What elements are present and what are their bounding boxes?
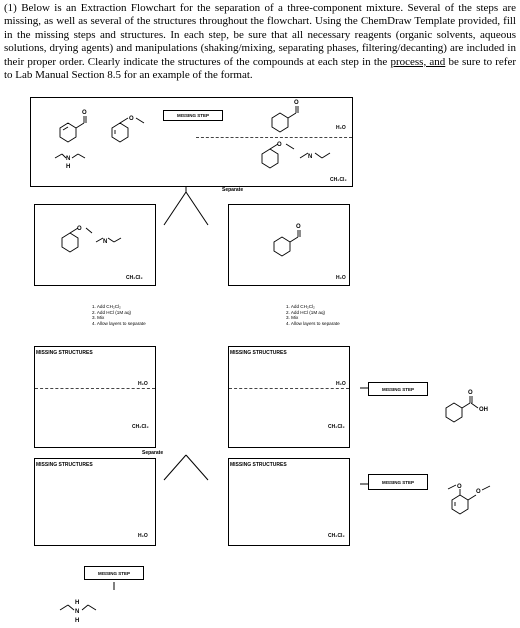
top-aqueous-label: H₂O — [336, 125, 346, 131]
svg-text:O: O — [457, 484, 462, 490]
phase-boundary — [229, 388, 349, 389]
aqueous-label: H₂O — [336, 381, 346, 387]
right-final-box — [228, 458, 350, 546]
question-text: (1) Below is an Extraction Flowchart for… — [4, 2, 516, 82]
left-final-box — [34, 458, 156, 546]
organic-label: CH₂Cl₂ — [328, 533, 345, 539]
aqueous-layer-box — [228, 204, 350, 286]
atom-label: N — [66, 156, 70, 162]
svg-text:N: N — [103, 239, 107, 245]
atom-label: O — [277, 142, 282, 148]
phase-boundary — [35, 388, 155, 389]
missing-structures-label: MISSING STRUCTURES — [230, 350, 287, 356]
separate-label: Separate — [222, 187, 244, 193]
organic-label: CH₂Cl₂ — [328, 424, 345, 430]
svg-text:N: N — [75, 609, 79, 615]
left-separation-box — [34, 346, 156, 448]
phase-boundary — [196, 137, 352, 138]
missing-structures-label: MISSING STRUCTURES — [36, 350, 93, 356]
missing-structures-label: MISSING STRUCTURES — [230, 462, 287, 468]
question-tail: be sure to refer to Lab Manual Section 8… — [4, 55, 517, 82]
svg-text:H: H — [75, 618, 79, 624]
aqueous-label: H₂O — [138, 533, 148, 539]
question-lead: (1) Below is an Extraction Flowchart for… — [4, 2, 516, 68]
svg-text:O: O — [468, 390, 473, 396]
atom-label: N — [308, 154, 312, 160]
atom-label: O — [129, 116, 134, 122]
missing-step-tag: MISSING STEP — [163, 110, 223, 121]
atom-label: H — [66, 164, 70, 170]
svg-text:OH: OH — [479, 407, 488, 413]
right-separation-box — [228, 346, 350, 448]
atom-label: O — [82, 110, 87, 116]
right-aqueous-label: H₂O — [336, 275, 346, 281]
question-underlined: process, and — [390, 55, 446, 68]
atom-label: O — [294, 100, 299, 106]
organic-layer-box — [34, 204, 156, 286]
svg-text:O: O — [77, 226, 82, 232]
missing-step-tag: MISSING STEP — [368, 382, 428, 396]
missing-step-tag: MISSING STEP — [84, 566, 144, 580]
svg-text:H: H — [75, 600, 79, 606]
svg-text:O: O — [296, 224, 301, 230]
top-organic-label: CH₂Cl₂ — [330, 177, 347, 183]
organic-label: CH₂Cl₂ — [132, 424, 149, 430]
left-organic-label: CH₂Cl₂ — [126, 275, 143, 281]
missing-structures-label: MISSING STRUCTURES — [36, 462, 93, 468]
missing-step-tag: MISSING STEP — [368, 474, 428, 490]
separate-label: Separate — [142, 450, 164, 456]
svg-text:O: O — [476, 489, 481, 495]
aqueous-label: H₂O — [138, 381, 148, 387]
